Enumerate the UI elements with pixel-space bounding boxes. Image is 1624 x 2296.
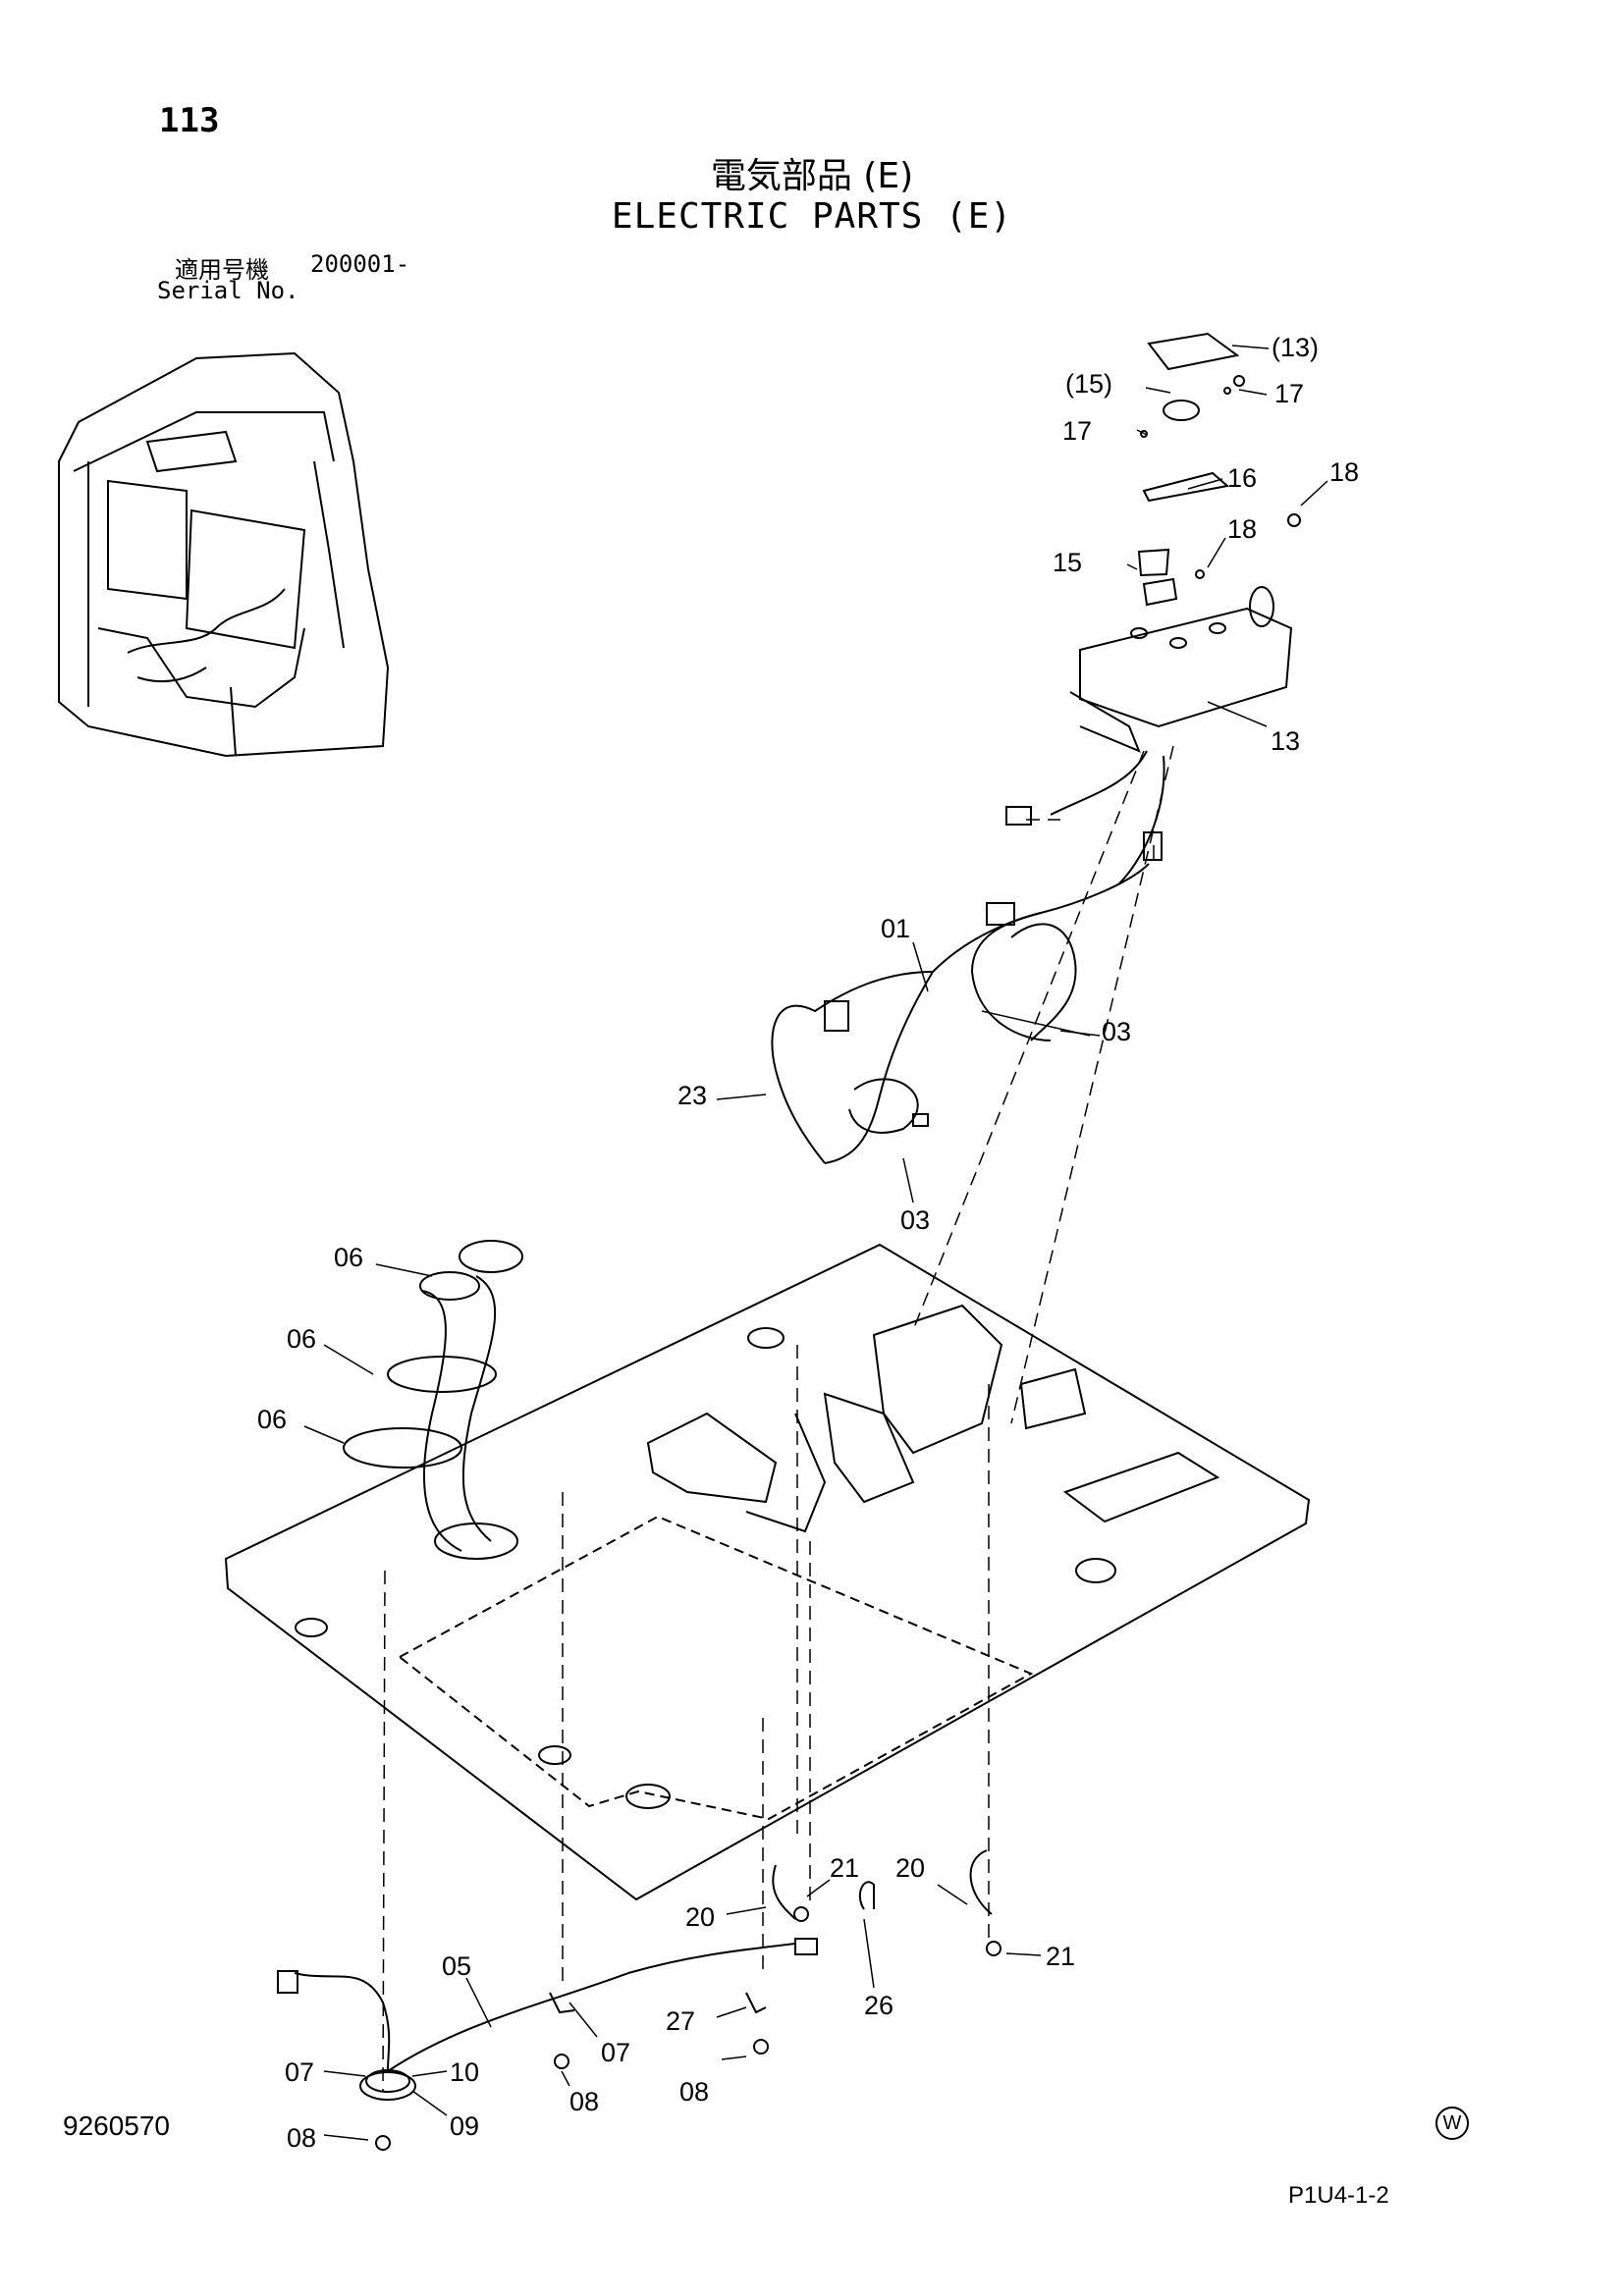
callout-labels: (13) (15) 17 17 16 18 18 15 13 01 03 23 … bbox=[257, 333, 1359, 2153]
callout-08-middle: 08 bbox=[569, 2087, 599, 2116]
page-reference: P1U4-1-2 bbox=[1288, 2182, 1389, 2209]
callout-09: 09 bbox=[450, 2111, 479, 2141]
projection-lines bbox=[382, 745, 1174, 2092]
callout-23: 23 bbox=[677, 1081, 707, 1110]
callout-07-left: 07 bbox=[285, 2057, 314, 2087]
switch-console bbox=[1005, 332, 1293, 884]
serial-label-english: Serial No. bbox=[157, 277, 299, 304]
callout-15: 15 bbox=[1053, 548, 1082, 577]
callout-03-upper: 03 bbox=[1102, 1017, 1131, 1046]
callout-18-left: 18 bbox=[1227, 514, 1257, 544]
callout-06-middle: 06 bbox=[287, 1324, 316, 1354]
callout-01: 01 bbox=[881, 914, 910, 943]
callout-16: 16 bbox=[1227, 463, 1257, 493]
cab-floor-plate bbox=[224, 1243, 1311, 1901]
callout-21-right: 21 bbox=[1046, 1942, 1075, 1971]
serial-value: 200001- bbox=[310, 250, 410, 278]
callout-13: 13 bbox=[1271, 726, 1300, 756]
callout-08-left: 08 bbox=[287, 2123, 316, 2153]
callout-15-paren: (15) bbox=[1065, 369, 1112, 399]
callout-20-right: 20 bbox=[895, 1853, 925, 1883]
page-number: 113 bbox=[159, 101, 220, 140]
serial-label-japanese: 適用号機 bbox=[175, 256, 269, 284]
callout-10: 10 bbox=[450, 2057, 479, 2087]
callout-20-left: 20 bbox=[685, 1902, 715, 1932]
wire-harness bbox=[771, 863, 1150, 1164]
fasteners bbox=[375, 375, 1301, 2151]
duct-assembly bbox=[343, 1240, 523, 1560]
callout-21-left: 21 bbox=[830, 1853, 859, 1883]
lower-harness bbox=[277, 1849, 993, 2101]
callout-06-bottom: 06 bbox=[257, 1405, 287, 1434]
callout-17-right: 17 bbox=[1274, 379, 1304, 408]
callout-26: 26 bbox=[864, 1991, 893, 2020]
document-number: 9260570 bbox=[63, 2110, 171, 2141]
leader-lines bbox=[303, 345, 1328, 2141]
callout-06-top: 06 bbox=[334, 1243, 363, 1272]
cab-overview-illustration bbox=[58, 351, 390, 758]
callout-18-right: 18 bbox=[1329, 457, 1359, 487]
callout-03-lower: 03 bbox=[900, 1205, 930, 1235]
callout-05: 05 bbox=[442, 1951, 471, 1981]
callout-07-right: 07 bbox=[601, 2038, 630, 2067]
callout-17-left: 17 bbox=[1062, 416, 1092, 446]
w-mark-icon: W bbox=[1435, 2107, 1469, 2140]
title-english: ELECTRIC PARTS (E) bbox=[611, 196, 1013, 237]
callout-08-right: 08 bbox=[679, 2077, 709, 2107]
callout-27: 27 bbox=[666, 2006, 695, 2036]
title-japanese: 電気部品 (E) bbox=[710, 156, 914, 196]
callout-13-paren: (13) bbox=[1272, 333, 1319, 362]
